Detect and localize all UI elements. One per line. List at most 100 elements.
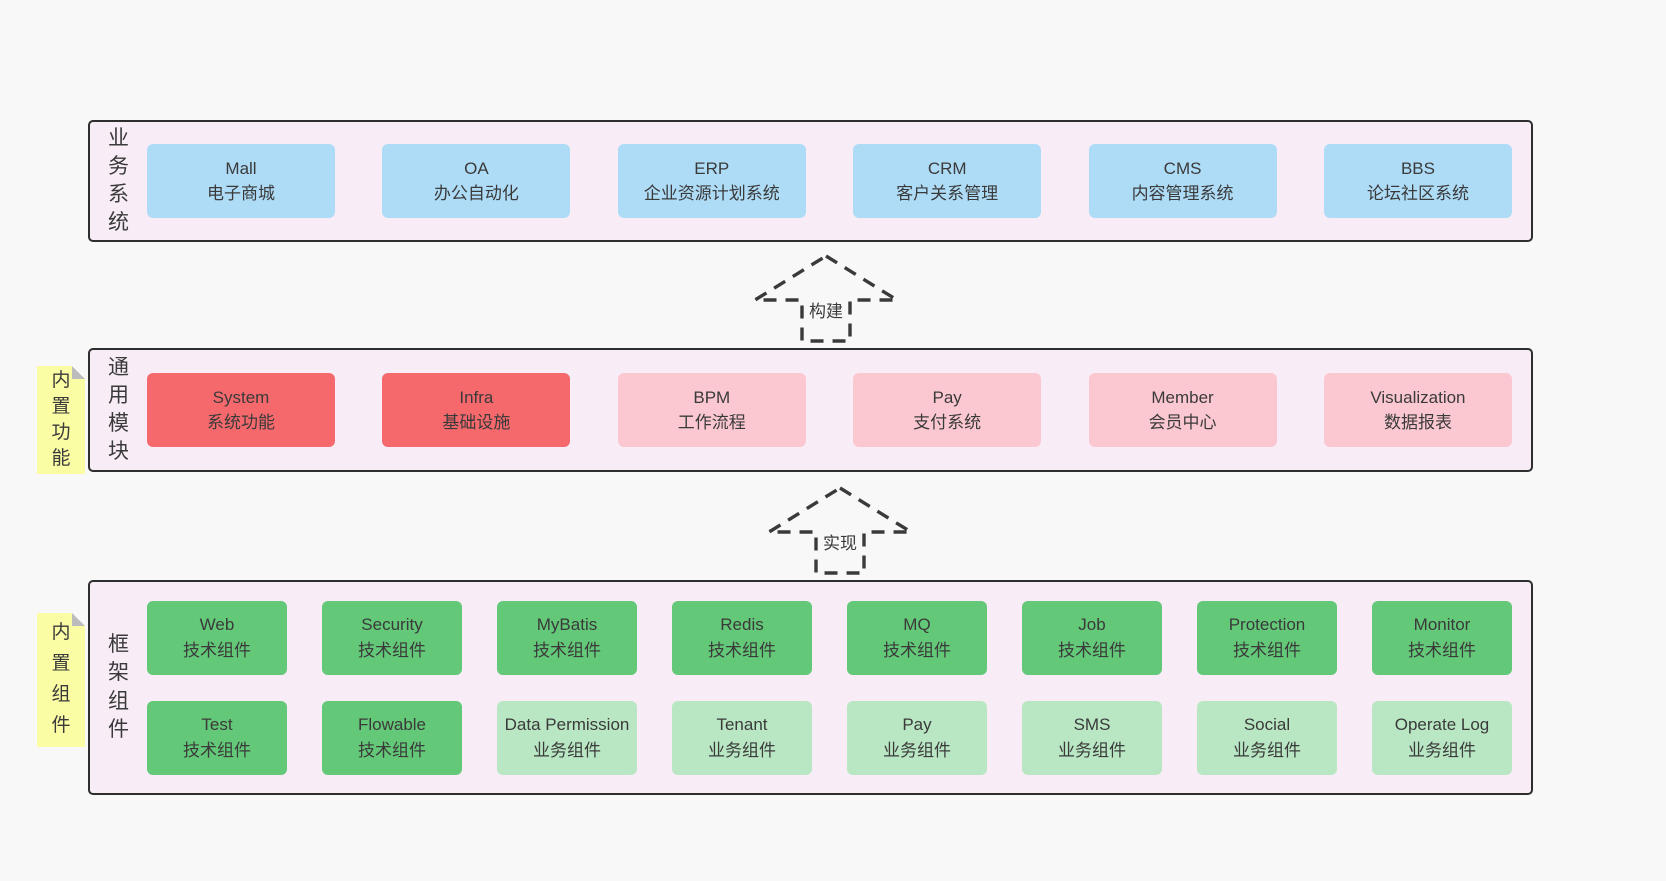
box-data-permission: Data Permission 业务组件 xyxy=(497,700,637,775)
box-subtitle: 技术组件 xyxy=(533,640,601,660)
box-title: Web xyxy=(199,615,235,634)
box-job: Job 技术组件 xyxy=(1022,600,1162,675)
layer-common-modules-label: 通用模块 xyxy=(90,350,147,470)
box-subtitle: 技术组件 xyxy=(708,640,776,660)
box-subtitle: 技术组件 xyxy=(1058,640,1126,660)
box-subtitle: 内容管理系统 xyxy=(1131,184,1234,203)
builtin-components-note: 内置组件 xyxy=(37,613,85,747)
box-subtitle: 业务组件 xyxy=(708,740,776,760)
box-subtitle: 技术组件 xyxy=(358,640,426,660)
box-infra: Infra 基础设施 xyxy=(382,373,571,447)
box-title: Infra xyxy=(459,387,494,407)
box-sms: SMS 业务组件 xyxy=(1022,700,1162,775)
box-subtitle: 技术组件 xyxy=(183,740,251,760)
box-subtitle: 会员中心 xyxy=(1148,413,1217,432)
box-title: Redis xyxy=(720,615,764,634)
box-subtitle: 业务组件 xyxy=(533,740,601,760)
box-subtitle: 技术组件 xyxy=(358,740,426,760)
box-mybatis: MyBatis 技术组件 xyxy=(497,600,637,675)
box-mq: MQ 技术组件 xyxy=(847,600,987,675)
box-security: Security 技术组件 xyxy=(322,600,462,675)
box-title: Protection xyxy=(1228,615,1306,634)
box-title: Member xyxy=(1151,387,1214,407)
builtin-features-note: 内置功能 xyxy=(37,366,85,474)
box-subtitle: 办公自动化 xyxy=(433,184,519,203)
layer-label-text: 通用模块 xyxy=(108,355,129,464)
box-subtitle: 技术组件 xyxy=(183,640,251,660)
box-subtitle: 工作流程 xyxy=(677,413,746,432)
box-subtitle: 企业资源计划系统 xyxy=(643,184,780,203)
box-subtitle: 业务组件 xyxy=(1408,740,1476,760)
box-title: Pay xyxy=(902,715,932,734)
box-title: Tenant xyxy=(716,715,768,734)
box-title: MyBatis xyxy=(536,615,598,634)
implement-arrow: 实现 xyxy=(765,485,915,577)
box-erp: ERP 企业资源计划系统 xyxy=(617,144,806,218)
box-pay: Pay 支付系统 xyxy=(853,373,1042,447)
box-subtitle: 基础设施 xyxy=(442,413,511,432)
box-title: ERP xyxy=(694,158,730,178)
box-title: Social xyxy=(1243,715,1291,734)
box-title: Pay xyxy=(932,387,962,407)
box-title: Flowable xyxy=(357,715,427,734)
box-title: Visualization xyxy=(1370,387,1466,407)
box-member: Member 会员中心 xyxy=(1088,373,1277,447)
implement-arrow-label: 实现 xyxy=(821,529,859,554)
box-subtitle: 业务组件 xyxy=(1058,740,1126,760)
box-redis: Redis 技术组件 xyxy=(672,600,812,675)
note-text: 内置组件 xyxy=(51,622,71,736)
box-title: Operate Log xyxy=(1394,715,1490,734)
box-subtitle: 技术组件 xyxy=(1233,640,1301,660)
build-arrow-label: 构建 xyxy=(807,297,845,322)
box-title: Security xyxy=(361,615,423,634)
box-title: Monitor xyxy=(1413,615,1471,634)
box-title: SMS xyxy=(1073,715,1111,734)
box-subtitle: 数据报表 xyxy=(1383,413,1452,432)
box-flowable: Flowable 技术组件 xyxy=(322,700,462,775)
box-subtitle: 支付系统 xyxy=(913,413,982,432)
box-crm: CRM 客户关系管理 xyxy=(853,144,1042,218)
box-title: BBS xyxy=(1400,158,1435,178)
box-title: MQ xyxy=(903,615,931,634)
box-operate-log: Operate Log 业务组件 xyxy=(1372,700,1512,775)
box-title: CRM xyxy=(927,158,967,178)
box-title: Data Permission xyxy=(504,715,630,734)
box-subtitle: 技术组件 xyxy=(1408,640,1476,660)
box-mall: Mall 电子商城 xyxy=(147,144,335,218)
box-title: CMS xyxy=(1163,158,1202,178)
layer-framework-components-label: 框架组件 xyxy=(90,582,147,793)
box-title: Job xyxy=(1078,615,1106,634)
box-title: Mall xyxy=(225,158,257,178)
layer-business-systems-label: 业务系统 xyxy=(90,122,147,240)
box-cms: CMS 内容管理系统 xyxy=(1088,144,1277,218)
box-tenant: Tenant 业务组件 xyxy=(672,700,812,775)
box-web: Web 技术组件 xyxy=(147,600,287,675)
box-visualization: Visualization 数据报表 xyxy=(1323,373,1512,447)
note-text: 内置功能 xyxy=(51,369,71,470)
box-subtitle: 电子商城 xyxy=(207,184,275,203)
box-subtitle: 系统功能 xyxy=(207,413,275,432)
box-subtitle: 业务组件 xyxy=(1233,740,1301,760)
build-arrow: 构建 xyxy=(751,253,901,345)
box-protection: Protection 技术组件 xyxy=(1197,600,1337,675)
up-block-arrow-icon xyxy=(765,486,915,575)
box-subtitle: 客户关系管理 xyxy=(896,184,999,203)
box-subtitle: 论坛社区系统 xyxy=(1366,184,1469,203)
box-bbs: BBS 论坛社区系统 xyxy=(1323,144,1512,218)
box-subtitle: 技术组件 xyxy=(883,640,951,660)
box-monitor: Monitor 技术组件 xyxy=(1372,600,1512,675)
